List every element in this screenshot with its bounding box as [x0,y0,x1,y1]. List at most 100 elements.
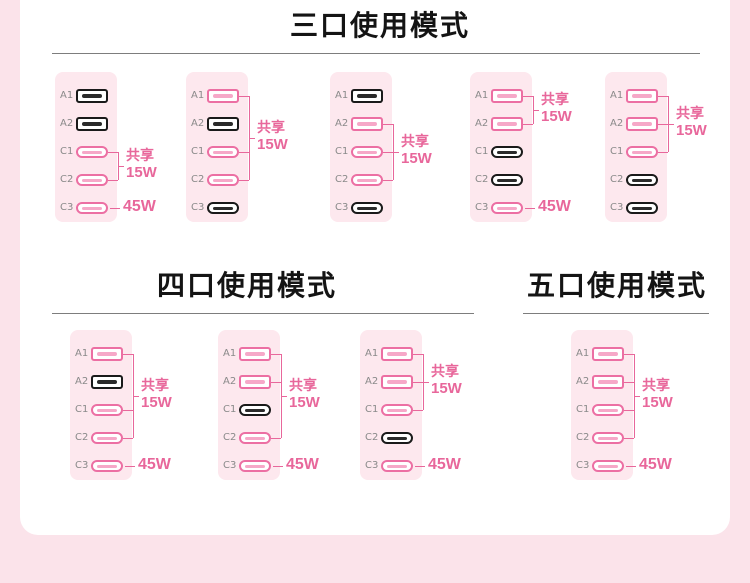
port-label-a1: A1 [60,90,74,101]
shared-label: 共享 [676,105,704,121]
port-label-c3: C3 [60,202,74,213]
shared-label: 共享 [289,377,317,393]
port-slot-icon [497,94,517,98]
usb-a-port-a2-icon [76,117,108,131]
usb-a-port-a2-icon [91,375,123,389]
port-slot-icon [82,94,102,98]
bracket-mid [249,138,255,139]
bracket-mid [118,166,124,167]
port-slot-icon [497,206,517,210]
port-label-c2: C2 [223,432,237,443]
usb-c-port-c2-icon [239,432,271,444]
port-label-a2: A2 [610,118,624,129]
port-slot-icon [213,122,233,126]
usb-c-port-c1-icon [626,146,658,158]
port-label-c3: C3 [610,202,624,213]
usb-a-port-a2-icon [592,375,624,389]
bracket-mid [133,396,139,397]
port-label-c1: C1 [576,404,590,415]
bracket-tick [271,438,281,439]
shared-watt: 15W [676,121,707,139]
bracket-tick [108,152,118,153]
section-divider-four-port [52,313,474,314]
high-power-dash [525,208,535,209]
usb-a-port-a1-icon [207,89,239,103]
shared-label: 共享 [257,119,285,135]
port-label-a1: A1 [365,348,379,359]
section-title-three-port: 三口使用模式 [290,9,471,42]
port-label-a1: A1 [223,348,237,359]
usb-a-port-a2-icon [491,117,523,131]
usb-a-port-a1-icon [592,347,624,361]
port-slot-icon [598,380,618,384]
port-slot-icon [387,464,407,468]
shared-watt: 15W [401,149,432,167]
port-slot-icon [357,94,377,98]
port-label-c1: C1 [191,146,205,157]
port-label-c2: C2 [335,174,349,185]
port-label-c2: C2 [475,174,489,185]
usb-a-port-a2-icon [239,375,271,389]
port-label-c2: C2 [60,174,74,185]
usb-a-port-a1-icon [491,89,523,103]
port-slot-icon [213,150,233,154]
port-slot-icon [97,352,117,356]
bracket-tick [413,410,423,411]
port-slot-icon [632,122,652,126]
port-slot-icon [245,436,265,440]
shared-watt: 15W [289,393,320,411]
port-slot-icon [387,436,407,440]
bracket-tick [383,180,393,181]
bracket-tick [624,438,634,439]
usb-a-port-a2-icon [381,375,413,389]
section-title-five-port: 五口使用模式 [527,269,708,302]
usb-c-port-c3-icon [239,460,271,472]
usb-c-port-c2-icon [491,174,523,186]
port-label-a2: A2 [335,118,349,129]
port-label-c1: C1 [223,404,237,415]
usb-c-port-c2-icon [207,174,239,186]
usb-c-port-c3-icon [351,202,383,214]
usb-c-port-c2-icon [351,174,383,186]
high-power-dash [110,208,120,209]
port-label-a2: A2 [75,376,89,387]
usb-c-port-c1-icon [207,146,239,158]
usb-c-port-c1-icon [91,404,123,416]
usb-c-port-c1-icon [239,404,271,416]
bracket-tick [658,152,668,153]
shared-label: 共享 [126,147,154,163]
port-slot-icon [598,352,618,356]
bracket-mid [281,396,287,397]
high-power-dash [125,466,135,467]
port-label-c3: C3 [576,460,590,471]
bracket-tick [413,382,423,383]
port-label-c3: C3 [223,460,237,471]
port-slot-icon [245,464,265,468]
bracket-tick [413,354,423,355]
port-label-a1: A1 [335,90,349,101]
bracket-tick [123,410,133,411]
port-label-a2: A2 [60,118,74,129]
usb-a-port-a1-icon [626,89,658,103]
bracket-mid [393,152,399,153]
port-slot-icon [598,464,618,468]
shared-watt: 15W [541,107,572,125]
port-label-a1: A1 [75,348,89,359]
usb-a-port-a1-icon [91,347,123,361]
high-power-label: 45W [428,456,461,473]
bracket-tick [523,96,533,97]
port-slot-icon [82,178,102,182]
shared-watt: 15W [126,163,157,181]
usb-c-port-c1-icon [351,146,383,158]
bracket-tick [658,96,668,97]
port-label-a2: A2 [223,376,237,387]
bracket-tick [271,354,281,355]
bracket-tick [108,180,118,181]
bracket-tick [624,410,634,411]
